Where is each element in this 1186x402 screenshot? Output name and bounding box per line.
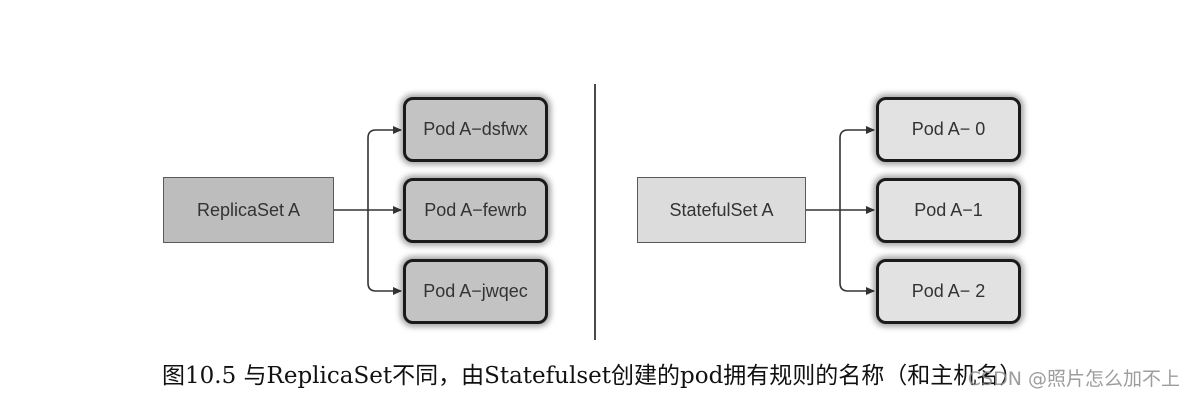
right-pod-3-label: Pod A− 2 <box>911 281 986 301</box>
right-pod-2-label: Pod A−1 <box>914 200 983 220</box>
left-pod-1: Pod A−dsfwx <box>403 97 548 162</box>
right-branch-bottom <box>839 210 875 295</box>
left-pod-3-label: Pod A−jwqec <box>423 281 528 301</box>
right-pod-2: Pod A−1 <box>876 178 1021 243</box>
right-connectors <box>806 126 875 295</box>
left-pod-2-label: Pod A−fewrb <box>424 200 527 220</box>
replicaset-box: ReplicaSet A <box>163 177 334 243</box>
right-branch-top <box>839 126 875 210</box>
right-pod-1: Pod A− 0 <box>876 97 1021 162</box>
right-pod-3: Pod A− 2 <box>876 259 1021 324</box>
statefulset-label: StatefulSet A <box>669 199 774 220</box>
left-branch-bottom <box>367 210 402 295</box>
figure-caption: 图10.5 与ReplicaSet不同，由Statefulset创建的pod拥有… <box>162 363 1023 389</box>
left-connectors <box>334 126 402 295</box>
statefulset-box: StatefulSet A <box>637 177 806 243</box>
left-pod-3: Pod A−jwqec <box>403 259 548 324</box>
left-pod-1-label: Pod A−dsfwx <box>423 119 528 139</box>
right-pod-1-label: Pod A− 0 <box>911 119 986 139</box>
left-pod-2: Pod A−fewrb <box>403 178 548 243</box>
left-branch-top <box>367 126 402 210</box>
replicaset-label: ReplicaSet A <box>196 199 301 220</box>
section-divider <box>594 84 596 340</box>
watermark: CSDN @照片怎么加不上 <box>967 368 1180 390</box>
